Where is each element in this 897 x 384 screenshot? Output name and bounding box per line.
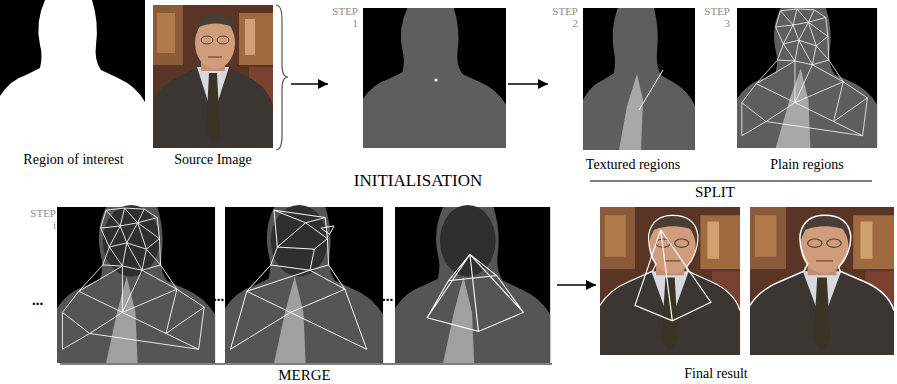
caption-text: Region of interest [0,152,147,167]
step-number: STEP 2 [548,6,578,29]
result-image [600,207,740,355]
caption-text: Plain regions [737,157,877,172]
mesh-image [57,205,215,363]
step-number: STEP i [26,208,56,231]
caption-text: Textured regions [568,157,698,172]
section-rule [590,181,872,182]
flow-arrow [508,83,548,85]
photo-image [153,5,273,148]
step-number: STEP 1 [328,6,358,29]
mesh-image [395,205,550,363]
mesh-image [737,8,877,148]
stage-title: INITIALISATION [328,172,508,191]
stage-title: MERGE [57,367,552,384]
input-panel: Region of interest [0,0,147,172]
stage-group: SPLIT STEP 2 Textured regions STEP 3 Plain r… [545,0,885,202]
step-number: STEP 3 [700,6,730,29]
caption-text: Final result [656,366,776,381]
step-panel: STEP 2 Textured regions [548,0,700,180]
flow-arrow [291,83,328,85]
section-rule [60,364,552,365]
segmentation-image [583,8,695,150]
stage-group: STEP i MERGE [22,202,557,384]
mesh-image [225,205,383,363]
ellipsis-mark: ... [213,288,224,305]
mask-image [0,0,145,148]
result-panel: Final result [596,202,896,384]
ellipsis-mark: ... [382,288,393,305]
brace [276,5,288,150]
flow-arrow [557,284,596,286]
input-panel: Source Image [151,0,291,172]
ellipsis-mark: ... [32,292,43,309]
result-image [750,207,894,355]
step-panel: STEP 3 Plain regions [700,0,882,180]
step-panel: STEP 1 INITIALISATION [328,0,508,196]
segmentation-image [363,8,506,148]
caption-text: Source Image [151,152,275,167]
stage-title: SPLIT [545,184,885,201]
